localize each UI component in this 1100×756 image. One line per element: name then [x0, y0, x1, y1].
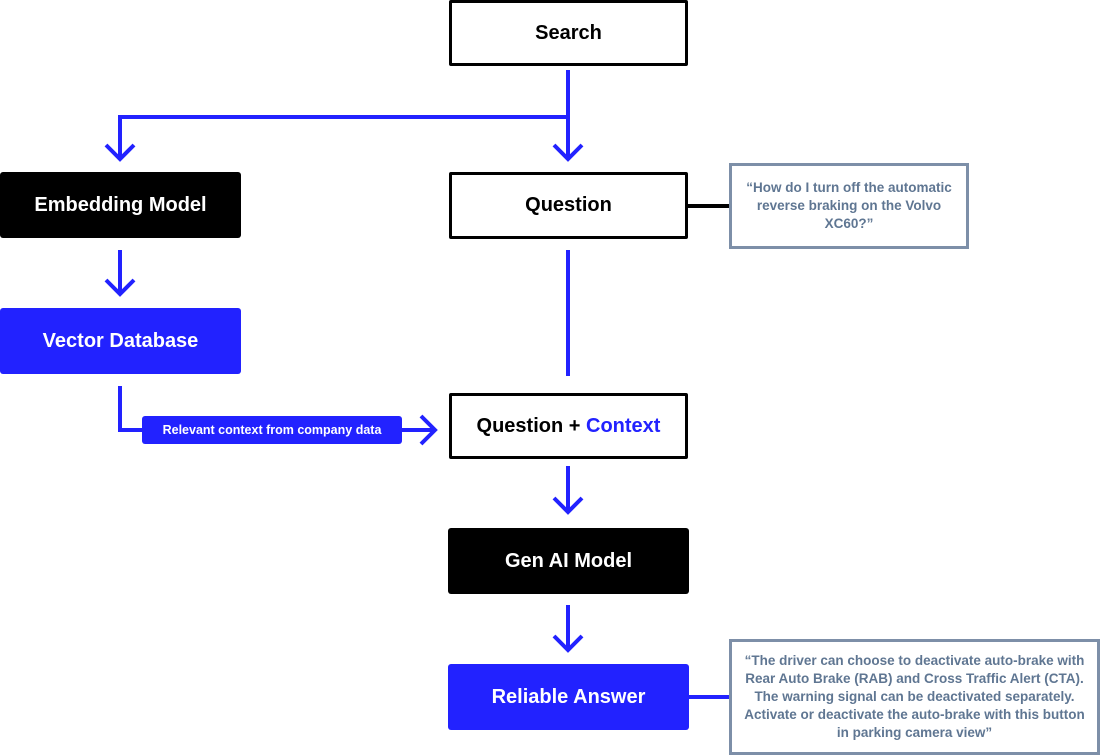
- relevant-context-edge-label: Relevant context from company data: [142, 416, 402, 444]
- question-node: Question: [449, 172, 688, 239]
- reliable-answer-node: Reliable Answer: [448, 664, 689, 730]
- embedding-model-node: Embedding Model: [0, 172, 241, 238]
- question-label: Question: [525, 194, 612, 216]
- arrowhead-context: [419, 414, 438, 446]
- edge-search-branch: [118, 115, 568, 160]
- answer-example-text: “The driver can choose to deactivate aut…: [744, 653, 1085, 740]
- question-context-node: Question + Context: [449, 393, 688, 459]
- embedding-model-label: Embedding Model: [34, 193, 207, 216]
- arrowhead-question: [552, 143, 584, 162]
- arrowhead-genai: [552, 496, 584, 515]
- reliable-answer-label: Reliable Answer: [491, 685, 646, 708]
- edge-label-text: Relevant context from company data: [162, 423, 382, 437]
- search-node: Search: [449, 0, 688, 66]
- arrowhead-answer: [552, 634, 584, 653]
- arrowhead-vector: [104, 278, 136, 297]
- question-example-text: “How do I turn off the automatic reverse…: [746, 180, 952, 231]
- question-example-note: “How do I turn off the automatic reverse…: [729, 163, 969, 249]
- gen-ai-model-node: Gen AI Model: [448, 528, 689, 594]
- search-label: Search: [535, 21, 602, 44]
- answer-example-note: “The driver can choose to deactivate aut…: [729, 639, 1100, 755]
- vector-database-node: Vector Database: [0, 308, 241, 374]
- arrowhead-embedding: [104, 143, 136, 162]
- gen-ai-model-label: Gen AI Model: [504, 549, 633, 572]
- question-prefix: Question +: [476, 414, 586, 437]
- context-highlight: Context: [586, 414, 661, 437]
- vector-database-label: Vector Database: [42, 329, 199, 352]
- question-context-label: Question + Context: [477, 415, 661, 438]
